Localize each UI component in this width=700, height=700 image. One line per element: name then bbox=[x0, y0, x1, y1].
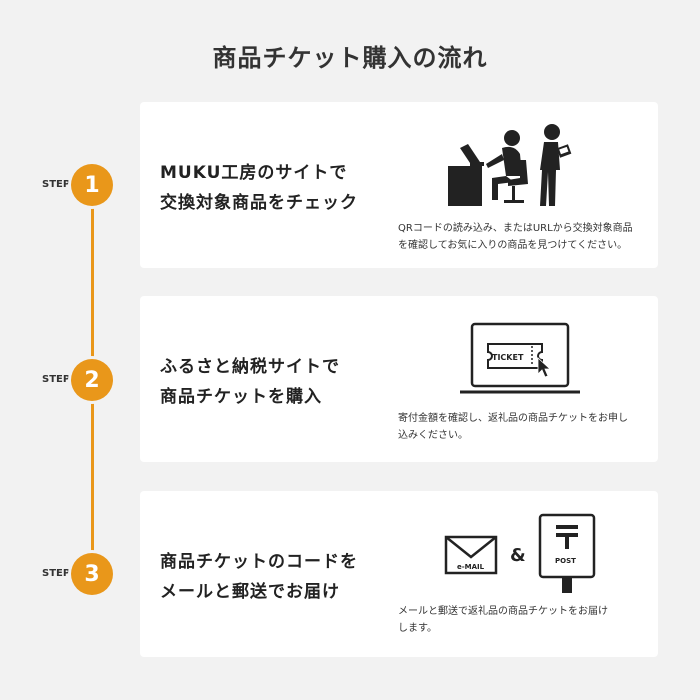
email-text: e-MAIL bbox=[457, 563, 485, 571]
step-3-heading-line-2: メールと郵送でお届け bbox=[160, 582, 340, 602]
step-3-description-line-2: します。 bbox=[398, 623, 437, 634]
step-3-card: 商品チケットのコードを メールと郵送でお届け e-MAIL & POST メール… bbox=[140, 491, 658, 657]
step-2-label: STEP bbox=[42, 374, 71, 385]
step-1-description-line-2: を確認してお気に入りの商品を見つけてください。 bbox=[398, 240, 628, 251]
step-3-heading-line-1: 商品チケットのコードを bbox=[160, 552, 358, 572]
people-searching-icon bbox=[448, 124, 572, 206]
step-1-heading: MUKU工房のサイトで 交換対象商品をチェック bbox=[160, 158, 358, 218]
step-2-card: ふるさと納税サイトで 商品チケットを購入 TICKET 寄付金額を確認し、返礼品… bbox=[140, 296, 658, 462]
step-2-heading-line-1: ふるさと納税サイトで bbox=[160, 357, 340, 377]
step-1-label: STEP bbox=[42, 179, 71, 190]
step-1-heading-line-1: MUKU工房のサイトで bbox=[160, 163, 348, 183]
step-3-heading: 商品チケットのコードを メールと郵送でお届け bbox=[160, 547, 358, 607]
ampersand: & bbox=[510, 545, 526, 566]
step-3-circle: 3 bbox=[71, 553, 113, 595]
step-1-circle: 1 bbox=[71, 164, 113, 206]
step-2-heading: ふるさと納税サイトで 商品チケットを購入 bbox=[160, 352, 340, 412]
step-3-description: メールと郵送で返礼品の商品チケットをお届け します。 bbox=[398, 603, 648, 637]
mail-and-post-icon: e-MAIL & POST bbox=[444, 513, 596, 593]
postbox-icon: POST bbox=[538, 513, 596, 593]
step-1-description: QRコードの読み込み、またはURLから交換対象商品 を確認してお気に入りの商品を… bbox=[398, 220, 648, 254]
step-2-description: 寄付金額を確認し、返礼品の商品チケットをお申し 込みください。 bbox=[398, 410, 648, 444]
step-1-card: MUKU工房のサイトで 交換対象商品をチェック QRコードの読み込み、またはUR… bbox=[140, 102, 658, 268]
step-2-description-line-1: 寄付金額を確認し、返礼品の商品チケットをお申し bbox=[398, 413, 628, 424]
page-title: 商品チケット購入の流れ bbox=[212, 44, 488, 72]
step-3-label: STEP bbox=[42, 568, 71, 579]
step-1-description-line-1: QRコードの読み込み、またはURLから交換対象商品 bbox=[398, 223, 633, 234]
step-2-circle: 2 bbox=[71, 359, 113, 401]
envelope-icon: e-MAIL bbox=[444, 535, 498, 575]
ticket-text: TICKET bbox=[492, 353, 524, 362]
laptop-ticket-icon: TICKET bbox=[460, 322, 580, 394]
post-text: POST bbox=[555, 557, 576, 565]
step-2-heading-line-2: 商品チケットを購入 bbox=[160, 387, 322, 407]
step-3-description-line-1: メールと郵送で返礼品の商品チケットをお届け bbox=[398, 606, 608, 617]
step-2-description-line-2: 込みください。 bbox=[398, 430, 468, 441]
step-1-heading-line-2: 交換対象商品をチェック bbox=[160, 193, 358, 213]
